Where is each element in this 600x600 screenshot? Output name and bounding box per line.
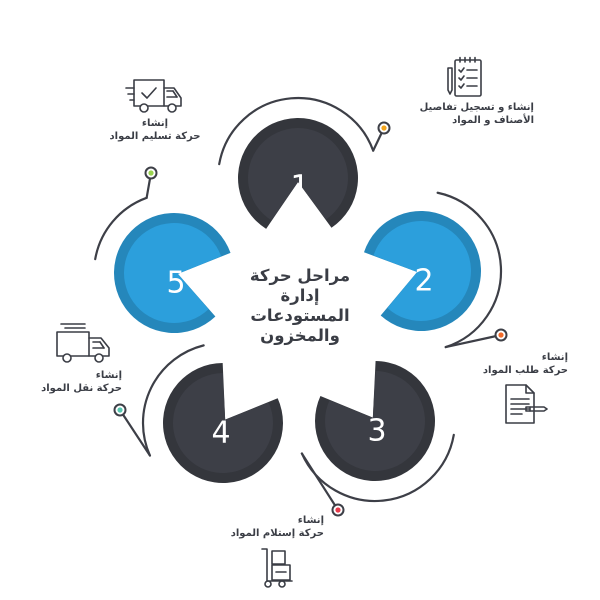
- step-1-number: 1: [290, 170, 309, 205]
- step-2-number: 2: [414, 264, 433, 299]
- hand-truck-icon: [261, 548, 293, 588]
- step-3-number: 3: [367, 414, 386, 449]
- step-3-title: إنشاء: [297, 515, 324, 526]
- step-2-title: إنشاء: [541, 352, 568, 363]
- step-2-arc: [436, 191, 503, 349]
- step-5-dot-fill: [148, 170, 154, 176]
- step-4-shape-inner: [173, 373, 273, 473]
- step-4-connector: [118, 408, 152, 457]
- step-4-subtitle: حركة نقل المواد: [41, 383, 122, 394]
- step-5-subtitle: حركة تسليم المواد: [109, 131, 201, 142]
- center-title-line-2: إدارة: [280, 286, 320, 305]
- step-1-arc: [218, 96, 375, 166]
- step-3-dot-fill: [335, 507, 341, 513]
- center-title-line-4: والمخزون: [260, 326, 340, 345]
- step-2-dot-fill: [498, 332, 504, 338]
- step-5-label: إنشاء حركة تسليم المواد: [95, 117, 215, 143]
- moving-truck-icon: [56, 323, 110, 363]
- step-2-shape-inner: [373, 221, 471, 321]
- step-4-label: إنشاء حركة نقل المواد: [41, 369, 122, 395]
- step-4-number: 4: [211, 416, 230, 451]
- step-1-title: إنشاء و تسجيل تفاصيل: [419, 102, 534, 113]
- step-5-number: 5: [166, 266, 185, 301]
- step-1-dot-fill: [381, 125, 387, 131]
- step-1-label: إنشاء و تسجيل تفاصيل الأصناف و المواد: [420, 101, 534, 127]
- step-2-connector: [444, 333, 503, 349]
- step-5-shape-inner: [123, 222, 222, 323]
- center-title-line-1: مراحل حركة: [249, 266, 351, 285]
- document-pen-icon: [505, 384, 548, 424]
- step-3-subtitle: حركة إستلام المواد: [230, 528, 324, 539]
- step-2-label: إنشاء حركة طلب المواد: [483, 351, 568, 377]
- step-1-subtitle: الأصناف و المواد: [452, 115, 534, 126]
- center-title: مراحل حركة إدارة المستودعات والمخزون: [232, 266, 368, 346]
- step-1-shape-inner: [248, 128, 348, 221]
- step-5-title: إنشاء: [141, 118, 169, 129]
- center-title-line-3: المستودعات: [250, 306, 350, 325]
- step-3-label: إنشاء حركة إستلام المواد: [231, 514, 324, 540]
- step-3-connector: [300, 452, 340, 512]
- step-4-arc: [141, 344, 205, 457]
- step-2-subtitle: حركة طلب المواد: [482, 365, 568, 376]
- step-4-dot-fill: [117, 407, 123, 413]
- step-3-shape-inner: [325, 371, 425, 471]
- step-5-arc: [94, 196, 148, 261]
- step-4-title: إنشاء: [95, 370, 122, 381]
- delivery-truck-check-icon: [125, 79, 182, 113]
- checklist-icon: [447, 56, 482, 97]
